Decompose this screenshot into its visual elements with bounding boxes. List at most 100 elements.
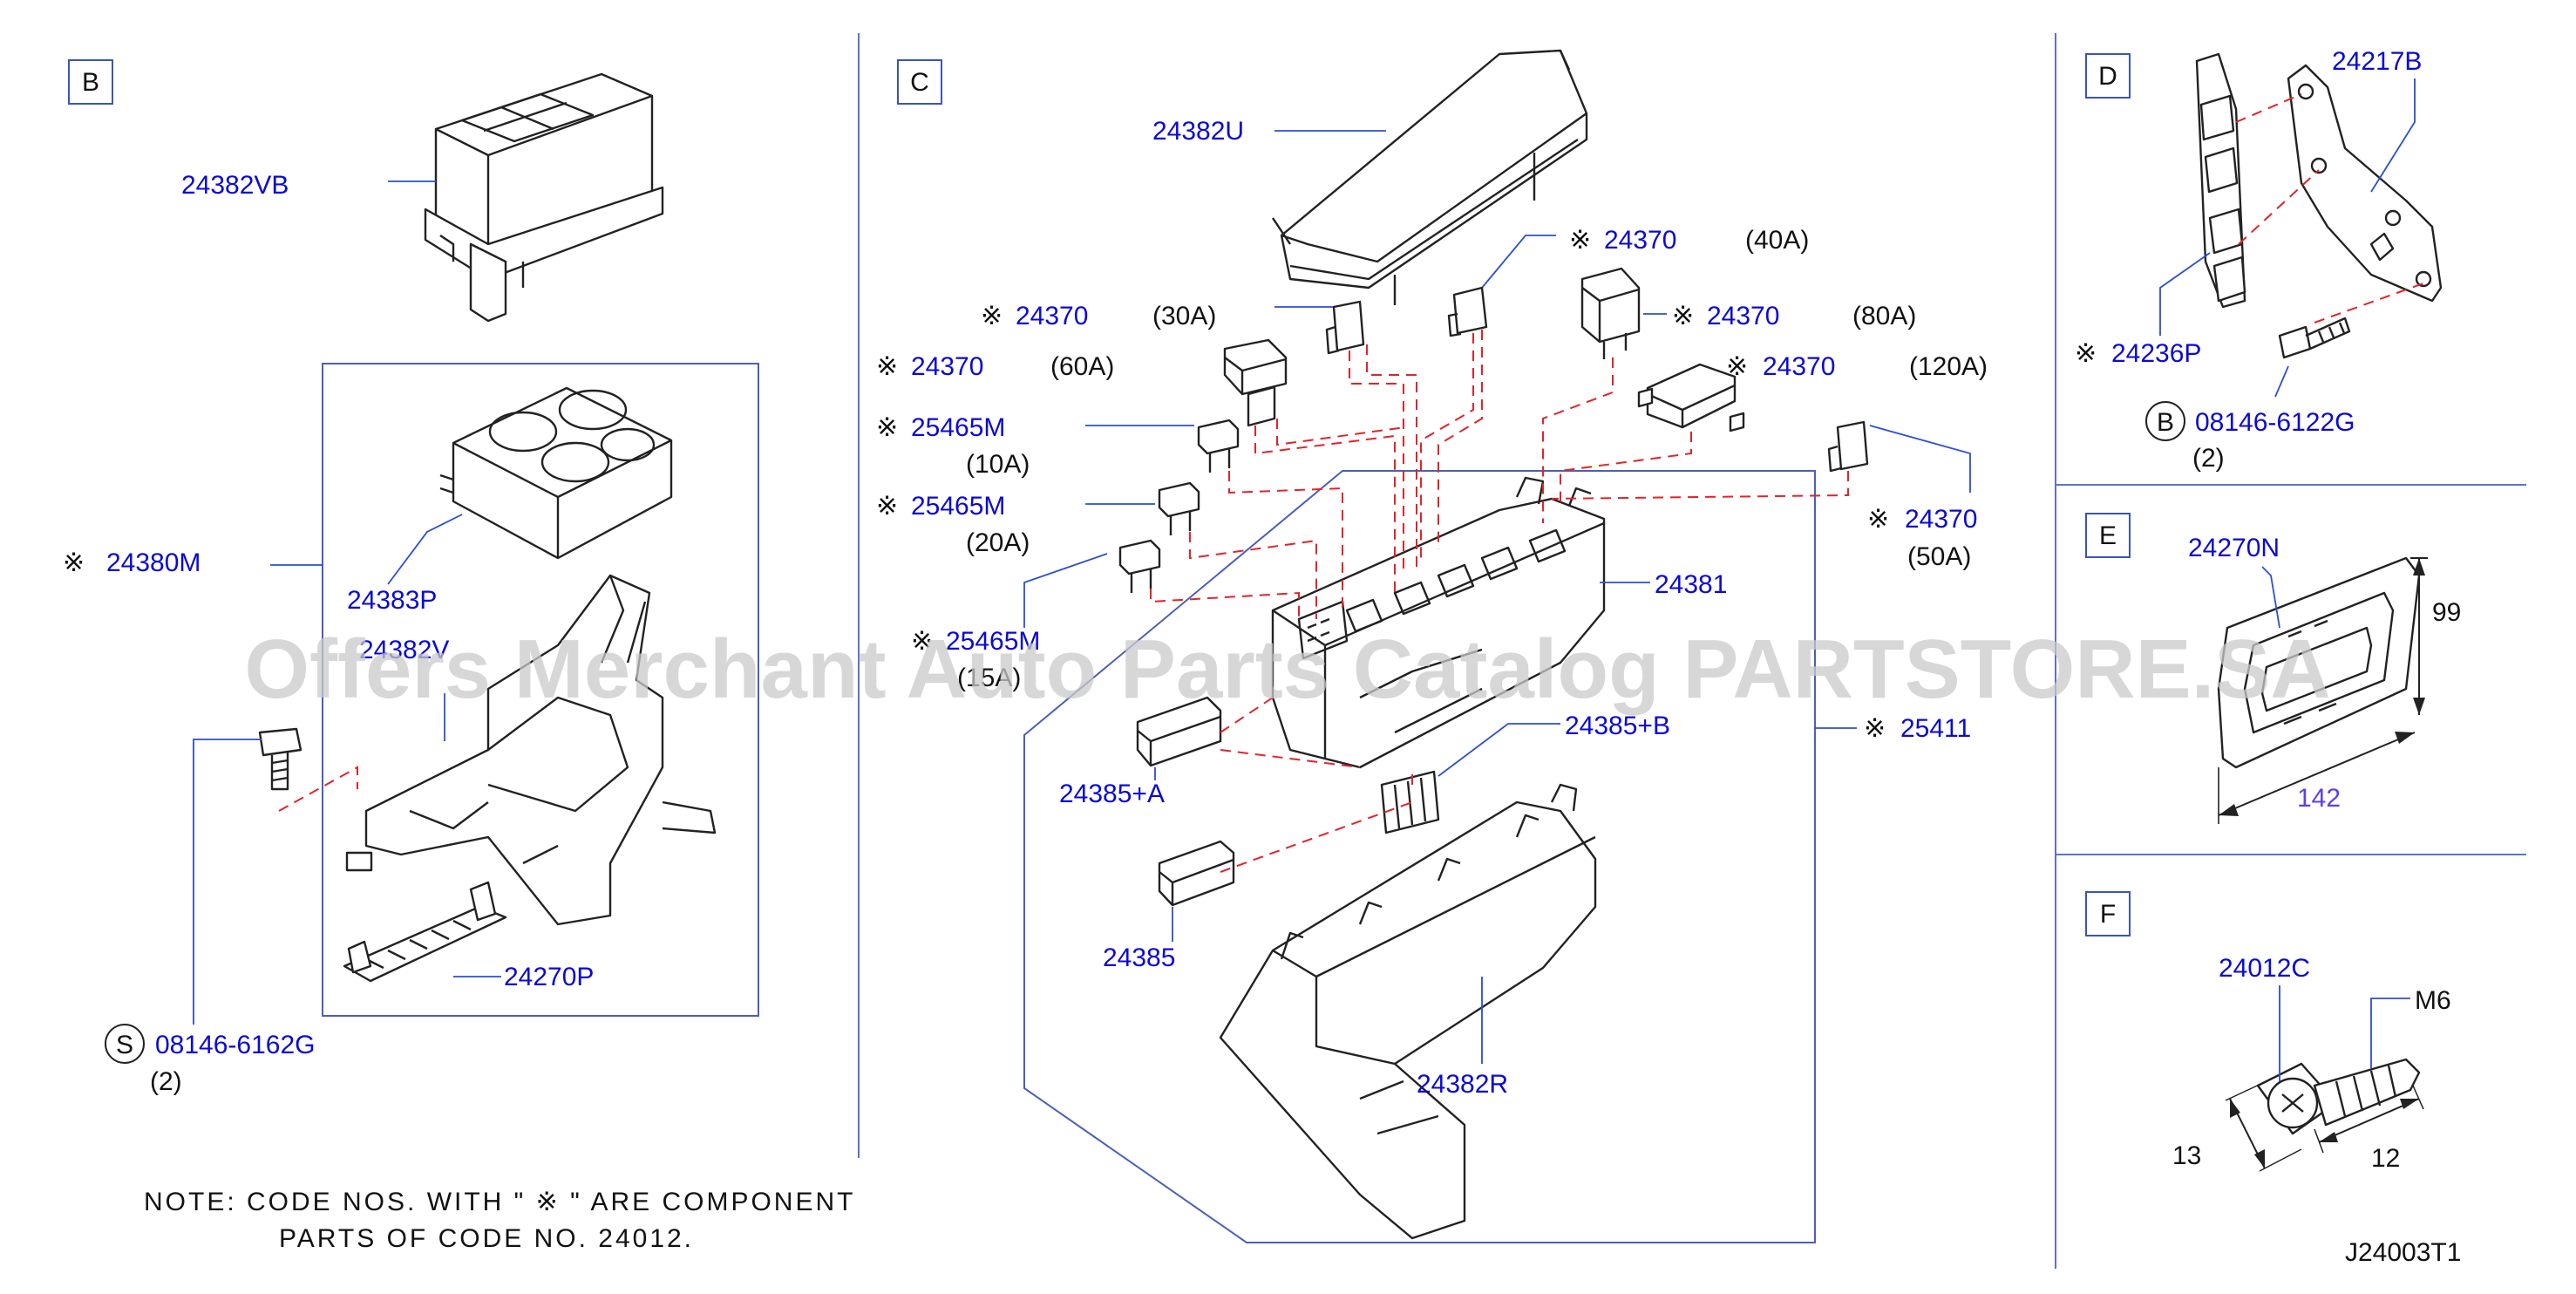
label-mark: ※ (911, 627, 933, 656)
dimension-99: 99 (2432, 598, 2461, 627)
bolt-d-circle (2145, 401, 2185, 441)
label-mark: ※ (1867, 505, 1889, 534)
section-label-b: B (68, 59, 113, 105)
part-label-24380m: 24380M (106, 548, 201, 577)
assembly-dashed-lines (1150, 330, 1849, 873)
part-label-24382vb: 24382VB (181, 171, 289, 200)
dimension-13: 13 (2172, 1141, 2201, 1170)
terminal-cover-drawing (1158, 840, 1235, 907)
section-e: 24270N 99 142 (2188, 534, 2461, 824)
fuse-120a-drawing (1637, 363, 1745, 432)
terminal-cover-a-drawing (1136, 696, 1222, 767)
fuse-50a-drawing (1827, 420, 1869, 473)
fuse-20a-drawing (1158, 481, 1200, 535)
relay-block-drawing (439, 386, 673, 560)
part-label-24217b: 24217B (2332, 47, 2422, 76)
label-mark: ※ (876, 352, 898, 381)
bracket-24217b-drawing (2287, 64, 2443, 303)
label-sections-c-parts-f50_amp: (50A) (1907, 542, 1971, 571)
watermark-text: Offers Merchant Auto Parts Catalog PARTS… (244, 623, 2330, 716)
part-label-24370-80a: 24370 (1707, 302, 1779, 330)
label-mark: ※ (2075, 339, 2097, 368)
qty-bolt-b: (2) (150, 1067, 182, 1096)
diagram-code: J24003T1 (2345, 1238, 2461, 1267)
part-label-24370-30a: 24370 (1016, 302, 1088, 330)
label-mark: ※ (1726, 352, 1748, 381)
part-label-24270n: 24270N (2188, 534, 2280, 562)
cover-drawing (1272, 49, 1588, 305)
part-label-24370-120a: 24370 (1763, 352, 1835, 381)
part-label-24381: 24381 (1655, 570, 1727, 599)
part-label-24370-60a: 24370 (911, 352, 983, 381)
relay-cover-drawing (424, 72, 664, 323)
label-sections-c-parts-f60_amp: (60A) (1050, 352, 1114, 381)
bracket-24236p-drawing (2195, 52, 2246, 309)
clip-drawing (343, 881, 507, 983)
part-label-25465m-10a: 25465M (911, 413, 1005, 442)
section-c: 24382U ※ 24370 (40A) ※ 24370 (30A) ※ 243… (876, 49, 1988, 1243)
fuse-15a-drawing (1118, 539, 1161, 593)
part-label-24385-a: 24385+A (1059, 780, 1165, 808)
part-label-25465m-15a: 25465M (946, 627, 1040, 656)
label-sections-b-parts-bolt_circle: S (116, 1031, 133, 1059)
part-label-08146-6162g: 08146-6162G (155, 1031, 316, 1059)
label-sections-c-label: C (910, 68, 929, 97)
fuse-30a-drawing (1325, 300, 1365, 355)
label-sections-d-label: D (2098, 62, 2117, 91)
part-label-24370-50a: 24370 (1905, 505, 1977, 534)
thread-m6: M6 (2415, 986, 2451, 1015)
section-f: 24012C M6 13 12 (2172, 954, 2451, 1173)
section-label-d: D (2085, 53, 2131, 99)
fuse-40a-drawing (1447, 286, 1488, 337)
label-mark: ※ (876, 413, 898, 442)
bolt-24012c-drawing (2256, 1058, 2421, 1135)
label-mark: ※ (1864, 714, 1886, 743)
part-label-24382v: 24382V (359, 636, 449, 664)
dimension-142: 142 (2297, 784, 2341, 813)
label-sections-c-parts-m10_amp: (10A) (966, 450, 1030, 479)
fuse-80a-drawing (1580, 267, 1641, 359)
label-mark: ※ (981, 302, 1003, 330)
part-label-24236p: 24236P (2111, 339, 2201, 368)
part-label-24382u: 24382U (1152, 117, 1244, 146)
bracket-drawing (345, 574, 717, 926)
lower-case-drawing (1219, 783, 1597, 1240)
label-sections-c-parts-m15_amp: (15A) (957, 664, 1021, 692)
part-label-24370-40a: 24370 (1604, 226, 1676, 255)
label-mark: ※ (1672, 302, 1694, 330)
fuse-10a-drawing (1197, 419, 1240, 473)
section-label-e: E (2085, 513, 2131, 558)
note-line-1: NOTE: CODE NOS. WITH " ※ " ARE COMPONENT (144, 1188, 855, 1216)
dimension-length (2314, 1085, 2424, 1154)
part-label-24012c: 24012C (2219, 954, 2310, 983)
bolt-d-drawing (2278, 317, 2351, 359)
label-sections-e-label: E (2099, 521, 2117, 550)
label-mark: ※ (876, 492, 898, 521)
dimension-12: 12 (2371, 1144, 2400, 1173)
fuse-60a-drawing (1223, 338, 1288, 427)
label-sections-b-label: B (82, 68, 99, 97)
part-label-24382r: 24382R (1417, 1070, 1508, 1099)
part-label-24270p: 24270P (504, 963, 594, 991)
label-sections-d-parts-bolt_circle: B (2157, 408, 2174, 437)
fuse-block-drawing (1271, 476, 1606, 769)
grommet-drawing (2217, 556, 2421, 769)
section-d: 24217B ※ 24236P B 08146-6122G (2) (2075, 47, 2443, 473)
part-label-25465m-20a: 25465M (911, 492, 1005, 521)
label-sections-c-parts-m20_amp: (20A) (966, 528, 1030, 557)
qty-bolt-d: (2) (2192, 444, 2225, 473)
bolt-b-circle (105, 1024, 145, 1064)
bolt-b-drawing (258, 727, 302, 791)
label-sections-c-parts-f30_amp: (30A) (1152, 302, 1216, 330)
section-label-f: F (2085, 891, 2131, 936)
label-sections-c-parts-f80_amp: (80A) (1852, 302, 1916, 330)
dimension-height (2410, 557, 2428, 715)
dimension-width (2218, 732, 2416, 824)
section-b: 24382VB 24383P ※ 24380M 24382 (63, 72, 759, 1096)
section-dividers (858, 33, 2526, 1269)
part-label-24383p: 24383P (347, 586, 437, 615)
label-sections-c-parts-f120_amp: (120A) (1909, 352, 1988, 381)
part-label-24385-b: 24385+B (1565, 712, 1670, 740)
label-sections-c-parts-f40_amp: (40A) (1745, 226, 1809, 255)
